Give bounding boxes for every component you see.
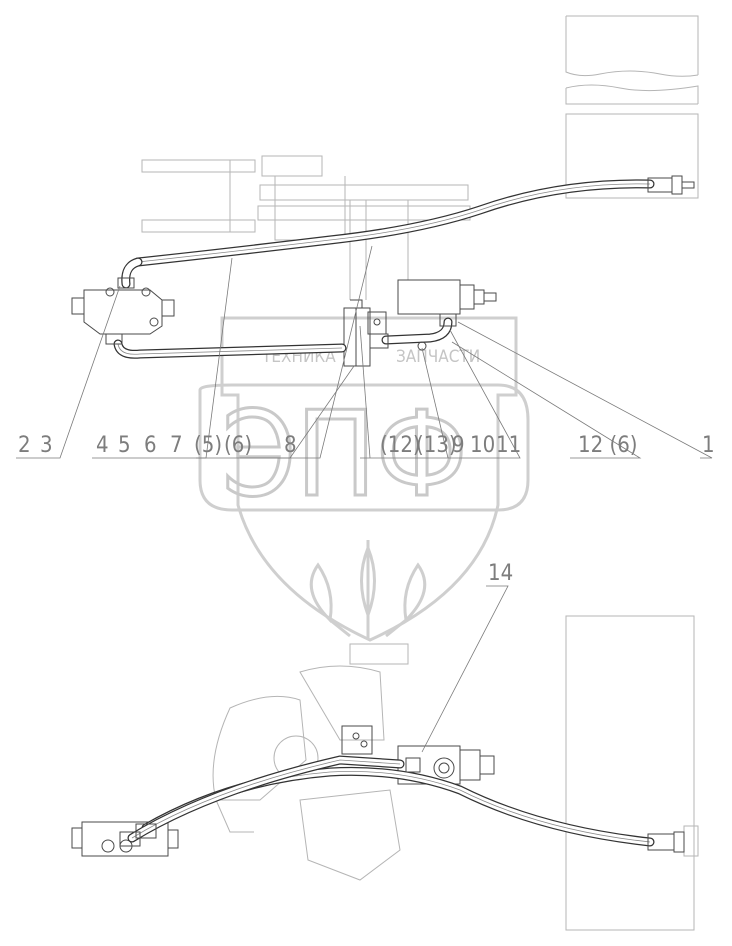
callout-12-ref: (12)	[380, 433, 421, 458]
callout-7: 7	[170, 433, 183, 458]
callout-9: 9	[452, 433, 465, 458]
engine-outline-lower	[212, 643, 409, 881]
frame-outline-upper	[141, 155, 471, 300]
callout-13-ref: (13)	[416, 433, 457, 458]
hose-long-lower	[141, 766, 685, 853]
watermark-letters: ЭПФ	[222, 385, 467, 523]
callout-14: 14	[488, 561, 513, 586]
callout-lower: 14	[421, 561, 513, 753]
tank-outline-upper	[565, 15, 699, 199]
control-valve-lower	[71, 821, 179, 857]
callout-4: 4	[96, 433, 109, 458]
control-valve-upper	[71, 287, 175, 335]
callout-5-ref: (5)	[194, 433, 222, 458]
callout-2: 2	[18, 433, 31, 458]
hose-short-upper	[105, 308, 457, 366]
tank-outline-lower	[565, 615, 699, 931]
hose-short-lower	[119, 755, 421, 847]
callout-12-6: 12 (6)	[578, 433, 638, 458]
callout-11: 11	[496, 433, 521, 458]
callout-5: 5	[118, 433, 131, 458]
callout-6-ref: (6)	[224, 433, 252, 458]
callout-6: 6	[144, 433, 157, 458]
callout-3: 3	[40, 433, 53, 458]
callout-10: 10	[470, 433, 495, 458]
watermark-shield: ЭПФ ТЕХНИКА ЗАПЧАСТИ	[198, 316, 530, 642]
watermark-word-right: ЗАПЧАСТИ	[396, 347, 480, 367]
hose-long-upper	[117, 175, 695, 289]
callout-8: 8	[284, 433, 297, 458]
leader-lines-upper	[16, 245, 713, 459]
callout-numbers-upper: 2 3 4 5 6 7 (5) (6) 8 (12) (13) 9 10 11 …	[18, 433, 715, 458]
callout-1: 1	[702, 433, 715, 458]
